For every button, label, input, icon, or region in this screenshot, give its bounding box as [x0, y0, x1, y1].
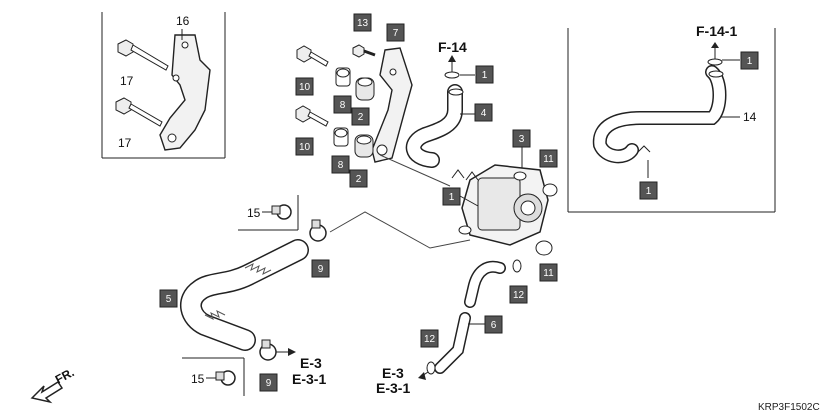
svg-text:10: 10: [299, 82, 311, 93]
clip-top-right: [707, 58, 723, 66]
part-box-10-top: 10: [295, 77, 314, 96]
clamp-15-top-label: 15: [247, 206, 261, 220]
bolt-top-label: 17: [120, 74, 134, 88]
svg-text:5: 5: [166, 294, 172, 305]
part-box-6: 6: [484, 315, 503, 334]
clip-bottom-right: [637, 145, 651, 153]
clamp-15-bottom-label: 15: [191, 372, 205, 386]
ref-e3-1-b: E-3-1: [376, 380, 410, 396]
collar-8-mid: [333, 127, 349, 147]
bracket-label: 16: [176, 14, 190, 28]
part-box-5: 5: [159, 289, 178, 308]
svg-text:3: 3: [519, 134, 525, 145]
hose-5: [180, 239, 309, 351]
stay-7: [371, 47, 413, 163]
clip-12-left: [426, 361, 436, 375]
clip-pump-b: [465, 171, 479, 181]
clamp-15-bottom: [215, 370, 236, 386]
svg-text:11: 11: [543, 154, 554, 165]
svg-text:2: 2: [356, 174, 362, 185]
svg-text:1: 1: [646, 186, 652, 197]
part-box-1-mid: 1: [442, 187, 461, 206]
fuel-pump: [458, 164, 549, 246]
collar-8-top: [335, 67, 351, 87]
hose-14-label: 14: [743, 110, 757, 124]
diagram-code: KRP3F1502C: [758, 402, 820, 413]
ref-e3-1-a: E-3-1: [292, 371, 326, 387]
front-direction-arrow: [30, 380, 64, 404]
ref-e3-a: E-3: [300, 355, 322, 371]
hose-4: [405, 84, 464, 168]
part-box-10-mid: 10: [295, 137, 314, 156]
bolt-10-top: [296, 45, 329, 67]
clip-f14: [444, 71, 460, 79]
svg-text:1: 1: [449, 192, 455, 203]
svg-text:4: 4: [481, 108, 487, 119]
nut-11-bottom: [535, 240, 553, 256]
svg-text:9: 9: [266, 378, 272, 389]
grommet-2-top: [355, 77, 375, 101]
clamp-9-top: [309, 219, 327, 242]
part-box-8-mid: 8: [331, 155, 350, 174]
part-box-8-top: 8: [333, 95, 352, 114]
part-box-4: 4: [474, 103, 493, 122]
svg-text:2: 2: [358, 112, 364, 123]
svg-text:10: 10: [299, 142, 311, 153]
svg-text:11: 11: [543, 268, 554, 279]
part-box-1-right-top: 1: [740, 51, 759, 70]
ref-f14: F-14: [438, 39, 467, 55]
part-box-2-top: 2: [351, 107, 370, 126]
svg-text:7: 7: [393, 28, 399, 39]
bolt-17-top: [117, 39, 169, 71]
ref-e3-b: E-3: [382, 365, 404, 381]
svg-text:6: 6: [491, 320, 497, 331]
bolt-bottom-label: 17: [118, 136, 132, 150]
part-box-9-top: 9: [311, 259, 330, 278]
part-box-9-bot: 9: [259, 373, 278, 392]
clamp-9-bottom: [259, 339, 277, 361]
svg-text:13: 13: [357, 18, 369, 29]
right-group-frame: [567, 28, 776, 213]
bracket-16: [159, 34, 211, 151]
bolt-10-mid: [295, 105, 329, 127]
part-box-7: 7: [386, 23, 405, 42]
svg-text:9: 9: [318, 264, 324, 275]
part-box-2-mid: 2: [349, 169, 368, 188]
leader-line-b: [379, 154, 451, 187]
bolt-13: [352, 44, 376, 58]
part-box-11-top: 11: [539, 149, 558, 168]
part-box-3: 3: [512, 129, 531, 148]
part-box-1-right-bot: 1: [639, 181, 658, 200]
hose-6: [434, 260, 506, 374]
leader-line-a: [329, 211, 471, 249]
part-box-1-top: 1: [475, 65, 494, 84]
hose-14: [592, 65, 727, 164]
svg-text:8: 8: [338, 160, 344, 171]
part-box-12-left: 12: [420, 329, 439, 348]
svg-text:1: 1: [482, 70, 488, 81]
clamp-15-top: [271, 204, 292, 220]
svg-text:12: 12: [424, 334, 436, 345]
svg-text:1: 1: [747, 56, 753, 67]
grommet-2-mid: [354, 134, 374, 158]
svg-text:12: 12: [513, 290, 525, 301]
clip-pump-a: [451, 169, 465, 179]
svg-text:8: 8: [340, 100, 346, 111]
nut-11-top: [542, 183, 558, 197]
part-box-12-right: 12: [509, 285, 528, 304]
bracket-group-frame: [101, 12, 226, 159]
part-box-13: 13: [353, 13, 372, 32]
clip-12-right: [512, 259, 522, 273]
bolt-17-bottom: [115, 97, 163, 127]
ref-f14-1: F-14-1: [696, 23, 737, 39]
part-box-11-bot: 11: [539, 263, 558, 282]
